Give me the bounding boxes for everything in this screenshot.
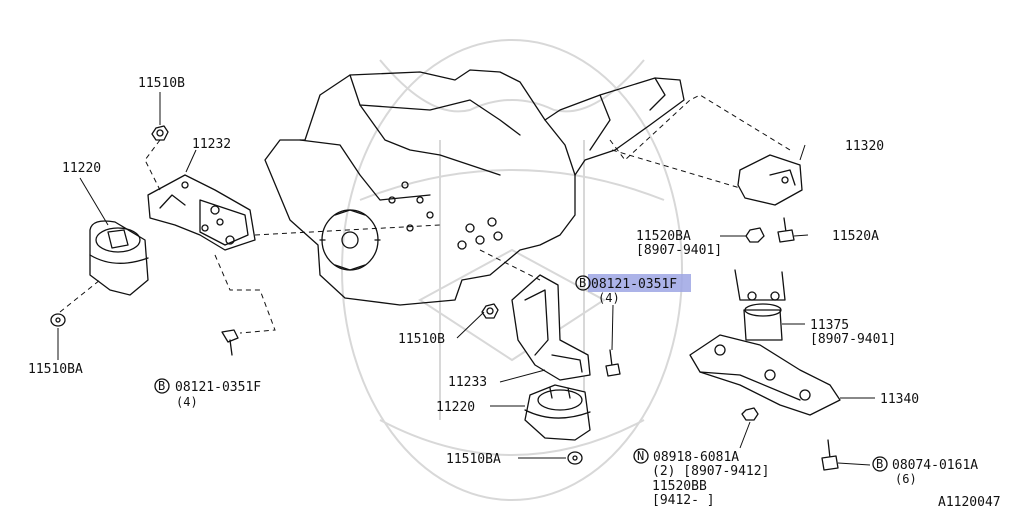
bolt-11520A-drawing [777, 217, 795, 243]
bracket-11233-drawing [511, 274, 591, 381]
bolt-mark-mid-icon [575, 275, 591, 291]
label-11520BB-date: [9412- ] [652, 493, 715, 508]
mount-11220-left-drawing [89, 220, 149, 296]
label-bolt-mid-code-highlighted[interactable]: 08121-035 [591, 277, 661, 292]
label-bolt-right-qty: (6) [895, 472, 917, 486]
selection-highlight [588, 274, 691, 292]
bolt-mark-right-icon [872, 456, 888, 472]
nut-mark-icon [633, 448, 649, 464]
label-11375-date: [8907-9401] [810, 332, 896, 347]
label-11520BA[interactable]: 11520BA [636, 229, 691, 244]
nut-mark: N [637, 449, 644, 463]
bolt-right-drawing [821, 439, 839, 471]
nut-11510B-mid-drawing [481, 303, 499, 319]
label-11220-left[interactable]: 11220 [62, 161, 101, 176]
label-bolt-mid-code-rest[interactable]: 1F [661, 277, 677, 292]
bolt-mark-left: B [158, 379, 165, 393]
mount-11220-center-drawing [524, 384, 591, 441]
nut-11510B-top-drawing [151, 125, 169, 141]
label-bolt-left-qty: (4) [176, 395, 198, 409]
label-11220-mid[interactable]: 11220 [436, 400, 475, 415]
crossmember-11340-drawing [689, 334, 841, 416]
label-bolt-mid-code[interactable]: 08121-0351F [591, 277, 677, 292]
washer-11510BA-left-drawing [50, 313, 66, 327]
nut-11520BB-drawing [741, 407, 759, 421]
label-bolt-mid-qty: (4) [598, 291, 620, 305]
label-11510BA-mid[interactable]: 11510BA [446, 452, 501, 467]
label-11233[interactable]: 11233 [448, 375, 487, 390]
label-11520BB[interactable]: 11520BB [652, 479, 707, 494]
bolt-mark-left-icon [154, 378, 170, 394]
assembly-dashed-lines [59, 94, 791, 334]
label-11510B-mid[interactable]: 11510B [398, 332, 445, 347]
leader-lines [57, 92, 875, 466]
watermark-emblem [341, 39, 683, 501]
bolt-left-drawing [221, 329, 239, 356]
label-bolt-left-code[interactable]: 08121-0351F [175, 380, 261, 395]
bolt-mid-drawing [605, 349, 621, 377]
bolt-mark-right: B [876, 457, 883, 471]
mount-11375-drawing [734, 269, 786, 341]
label-11320[interactable]: 11320 [845, 139, 884, 154]
diagram-id: A1120047 [938, 495, 1001, 510]
label-nut-qty-date: (2) [8907-9412] [652, 464, 769, 479]
label-nut-code[interactable]: 08918-6081A [653, 450, 739, 465]
bolt-mark-mid: B [579, 276, 586, 290]
label-11520BA-date: [8907-9401] [636, 243, 722, 258]
label-11520A[interactable]: 11520A [832, 229, 879, 244]
label-11510BA-left[interactable]: 11510BA [28, 362, 83, 377]
label-bolt-right-code[interactable]: 08074-0161A [892, 458, 978, 473]
label-11232[interactable]: 11232 [192, 137, 231, 152]
label-11340[interactable]: 11340 [880, 392, 919, 407]
washer-11510BA-mid-drawing [567, 451, 583, 465]
mount-11320-drawing [737, 154, 803, 206]
nut-11520BA-drawing [745, 227, 765, 243]
part-labels: 11510B 11232 11220 11510BA B 08121-0351F… [28, 76, 1001, 510]
label-11375[interactable]: 11375 [810, 318, 849, 333]
label-11510B-top[interactable]: 11510B [138, 76, 185, 91]
bracket-11232-drawing [147, 174, 256, 251]
